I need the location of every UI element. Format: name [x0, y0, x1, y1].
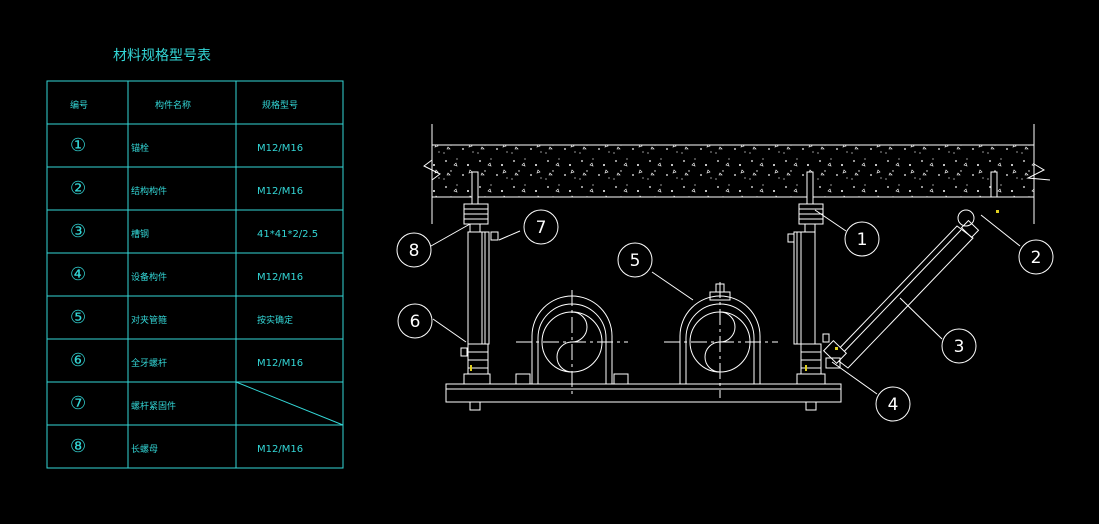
table-header-row: 编号 构件名称 规格型号 [70, 99, 298, 111]
row-number: ⑤ [70, 307, 86, 328]
header-spec: 规格型号 [262, 99, 298, 111]
callout-label-2: 2 [1031, 248, 1042, 268]
table-row: ⑤ 对夹管箍 按实确定 [70, 307, 293, 328]
table-row: ⑧ 长螺母 M12/M16 [70, 436, 303, 457]
callout-7 [523, 209, 559, 245]
right-rod-assembly [787, 171, 830, 385]
row-number: ④ [70, 264, 86, 285]
callout-6 [397, 303, 433, 339]
callout-5 [617, 242, 653, 278]
table-rows: ① 锚栓 M12/M16 ② 结构构件 M12/M16 ③ 槽钢 41*41*2… [70, 135, 318, 457]
row-spec: M12/M16 [257, 444, 303, 455]
callout-label-1: 1 [857, 230, 868, 250]
row-name: 设备构件 [131, 271, 167, 283]
callout-labels: 1 2 3 4 5 6 7 8 [409, 218, 1042, 415]
callout-label-8: 8 [409, 241, 420, 261]
row-spec: M12/M16 [257, 186, 303, 197]
row-number: ③ [70, 221, 86, 242]
base-channel [445, 383, 842, 411]
callout-label-6: 6 [410, 312, 421, 332]
table-title: 材料规格型号表 [113, 48, 211, 64]
row-name: 结构构件 [131, 185, 167, 197]
row-number: ② [70, 178, 86, 199]
right-pipe-clamp [664, 282, 778, 398]
diagonal-brace [822, 209, 980, 369]
row-spec: M12/M16 [257, 272, 303, 283]
empty-cell-diagonal [235, 381, 344, 426]
table-row: ⑥ 全牙螺杆 M12/M16 [70, 350, 303, 371]
callout-8 [396, 232, 432, 268]
header-number: 编号 [70, 99, 88, 111]
row-number: ⑦ [70, 393, 86, 414]
callout-4 [875, 386, 911, 422]
callout-2 [1018, 239, 1054, 275]
concrete-slab [423, 124, 1051, 224]
row-name: 对夹管箍 [131, 314, 167, 326]
row-number: ① [70, 135, 86, 156]
callout-label-7: 7 [536, 218, 547, 238]
material-spec-table: 材料规格型号表 编号 构件名称 规格型号 ① 锚栓 M12/M16 [46, 48, 344, 469]
table-row: ① 锚栓 M12/M16 [70, 135, 303, 156]
callouts [396, 209, 1054, 422]
table-row: ② 结构构件 M12/M16 [70, 178, 303, 199]
header-name: 构件名称 [155, 99, 191, 111]
callout-label-3: 3 [954, 337, 965, 357]
callout-label-5: 5 [630, 251, 641, 271]
row-spec: 41*41*2/2.5 [257, 229, 318, 240]
row-number: ⑥ [70, 350, 86, 371]
table-grid [46, 80, 344, 469]
row-spec: M12/M16 [257, 358, 303, 369]
row-name: 槽钢 [131, 228, 149, 240]
table-row: ③ 槽钢 41*41*2/2.5 [70, 221, 318, 242]
callout-label-4: 4 [888, 395, 899, 415]
row-name: 螺杆紧固件 [131, 400, 176, 412]
row-name: 长螺母 [131, 443, 158, 455]
callout-1 [844, 221, 880, 257]
row-spec: M12/M16 [257, 143, 303, 154]
left-rod-assembly [460, 171, 499, 385]
row-name: 锚栓 [131, 142, 149, 154]
callout-3 [941, 328, 977, 364]
table-row: ④ 设备构件 M12/M16 [70, 264, 303, 285]
leader-lines [430, 209, 1021, 395]
row-number: ⑧ [70, 436, 86, 457]
hanger-drawing [396, 124, 1054, 422]
row-name: 全牙螺杆 [131, 357, 167, 369]
yellow-marks [470, 210, 999, 371]
far-right-anchor [990, 171, 998, 198]
row-spec: 按实确定 [257, 314, 293, 326]
left-pipe-clamp [515, 290, 629, 398]
table-row: ⑦ 螺杆紧固件 [70, 393, 176, 414]
